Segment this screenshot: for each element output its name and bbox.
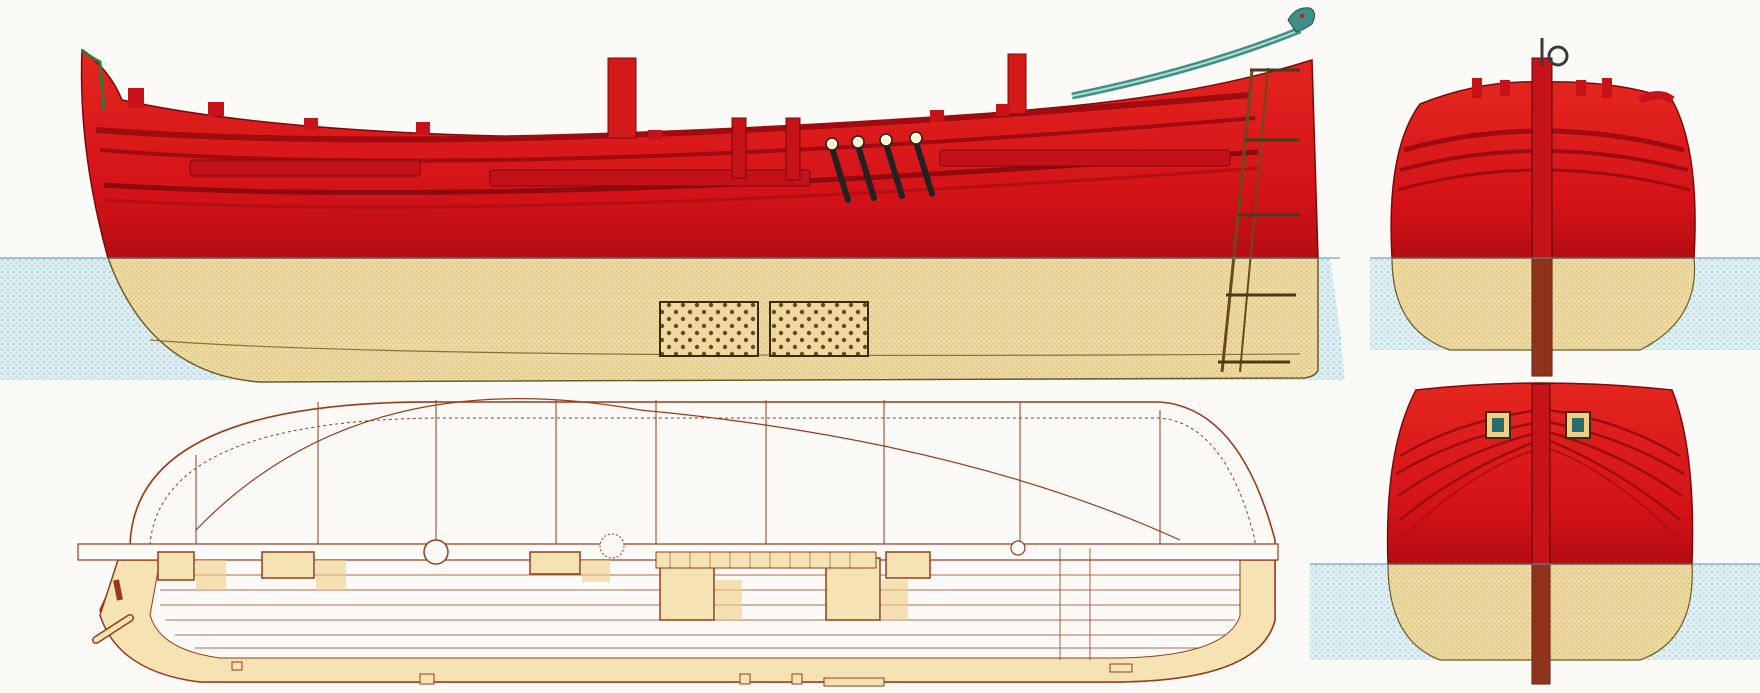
stern-window-left — [1485, 411, 1511, 439]
stern-end-view — [1310, 382, 1760, 685]
grate-panel-left — [659, 301, 759, 357]
ring-icon — [1540, 38, 1569, 67]
deck-plan — [77, 398, 1279, 687]
dragon-head-icon — [1287, 7, 1316, 33]
oar-rods — [829, 139, 935, 203]
side-elevation — [0, 7, 1345, 383]
stern-window-right — [1565, 411, 1591, 439]
bow-end-view — [1370, 38, 1760, 377]
grate-panel-right — [769, 301, 869, 357]
